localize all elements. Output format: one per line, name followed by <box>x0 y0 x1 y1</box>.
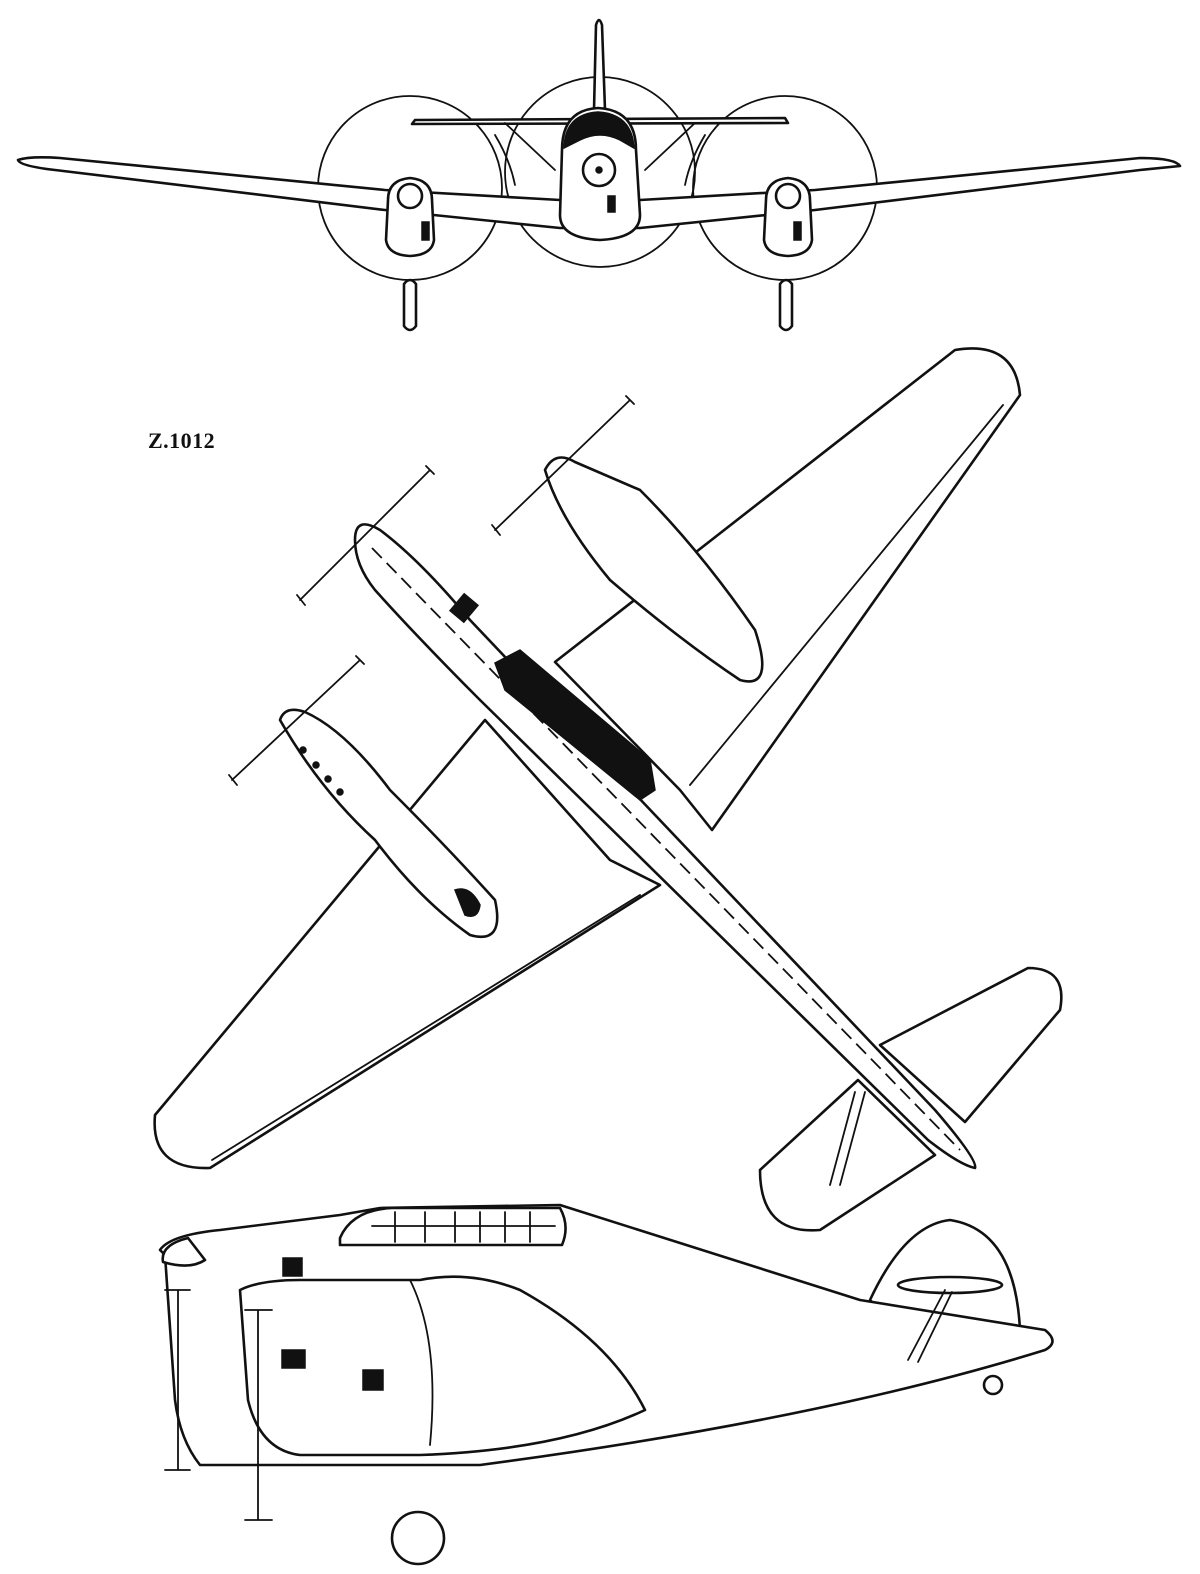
side-dimension-marks <box>164 1289 273 1521</box>
plan-lower-nacelle-port-1 <box>299 746 307 754</box>
front-tail-struts <box>494 122 706 186</box>
plan-lower-nacelle-port-4 <box>336 788 344 796</box>
side-canopy-frames <box>371 1211 556 1243</box>
plan-upper-wing <box>553 347 1022 832</box>
side-nose-spinner <box>161 1236 207 1267</box>
side-fin <box>868 1218 1022 1332</box>
aircraft-designation-label: Z.1012 <box>148 428 216 453</box>
plan-upper-wing-flap <box>689 404 1004 786</box>
front-canopy-dark <box>563 111 635 150</box>
side-tail-strut <box>907 1289 953 1363</box>
front-right-spinner <box>774 182 802 210</box>
plan-upper-nacelle <box>543 456 764 683</box>
front-left-gear <box>402 278 418 332</box>
plan-lower-wing <box>153 718 662 1170</box>
front-fuselage <box>558 106 642 242</box>
side-exhaust-1 <box>281 1349 306 1369</box>
front-right-intake <box>793 221 802 241</box>
front-right-gear <box>778 278 794 332</box>
front-center-intake <box>607 195 616 213</box>
front-center-spinner-hub <box>595 166 603 174</box>
front-right-nacelle <box>762 176 814 258</box>
plan-lower-nacelle-port-2 <box>312 761 320 769</box>
plan-tailplane-upper <box>878 966 1063 1124</box>
plan-lower-wing-flap <box>211 894 641 1161</box>
plan-lower-nacelle-port-3 <box>324 775 332 783</box>
side-view <box>158 1203 1054 1566</box>
side-main-wheel <box>390 1510 446 1566</box>
plan-fuselage-centerline <box>371 547 961 1151</box>
front-left-intake <box>421 221 430 241</box>
front-left-spinner <box>396 182 424 210</box>
front-fin <box>592 18 607 112</box>
plan-nose-window <box>448 592 480 624</box>
front-left-nacelle <box>384 176 436 258</box>
side-tailplane <box>896 1275 1004 1295</box>
side-nacelle <box>238 1275 647 1457</box>
plan-lower-nacelle-exhaust <box>454 888 481 917</box>
side-tail-wheel <box>982 1374 1004 1396</box>
front-view <box>16 18 1182 332</box>
side-exhaust-2 <box>362 1369 384 1391</box>
plan-dimension-marks <box>228 395 635 786</box>
plan-cockpit-glazing <box>494 649 656 801</box>
side-nacelle-panel <box>409 1279 434 1446</box>
plan-view <box>153 347 1063 1232</box>
side-nose-vent <box>282 1257 303 1277</box>
front-center-spinner <box>581 152 617 188</box>
plan-tail-strut <box>829 1091 866 1186</box>
plan-lower-nacelle <box>278 708 499 939</box>
